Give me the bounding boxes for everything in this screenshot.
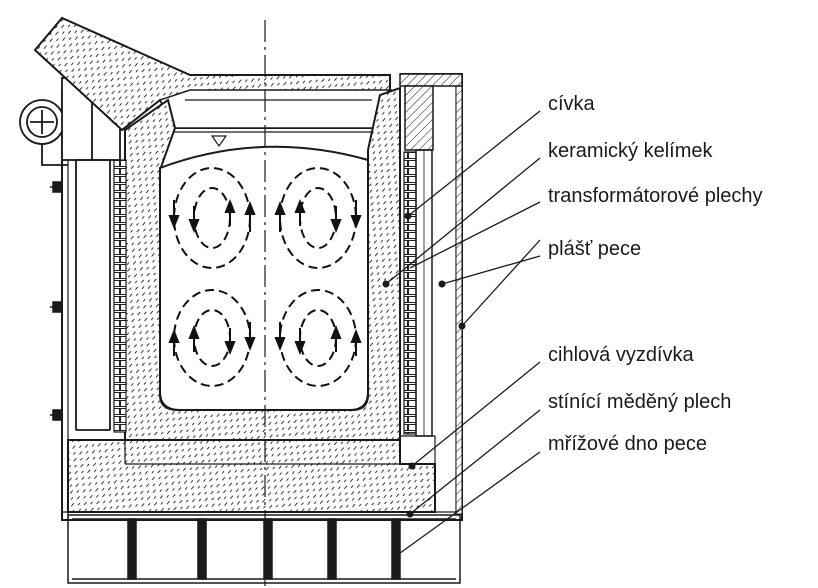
melt-level-triangle — [210, 135, 228, 148]
label-ceramic-crucible: keramický kelímek — [548, 140, 713, 162]
melt-cavity — [159, 135, 369, 411]
left-bolts — [50, 181, 62, 421]
transformer-sheets — [415, 149, 433, 437]
label-civka: cívka — [548, 93, 595, 115]
label-brick-lining: cihlová vyzdívka — [548, 344, 694, 366]
tilt-pivot — [19, 77, 121, 431]
top-right-cover — [399, 73, 463, 151]
label-furnace-shell: plášť pece — [548, 238, 642, 260]
shell-side-wall — [455, 85, 463, 515]
label-transformer-sheets: transformátorové plechy — [548, 185, 763, 207]
pour-spout — [33, 16, 393, 133]
grid-bottom — [67, 514, 461, 584]
brick-lining — [67, 435, 436, 513]
label-copper-shield: stínící měděný plech — [548, 391, 732, 413]
leader-lines — [385, 110, 541, 557]
flow-arrows — [168, 199, 362, 356]
leader-line-shell — [461, 239, 541, 327]
induction-coil — [113, 151, 417, 435]
label-grid-bottom: mřížové dno pece — [548, 433, 707, 455]
